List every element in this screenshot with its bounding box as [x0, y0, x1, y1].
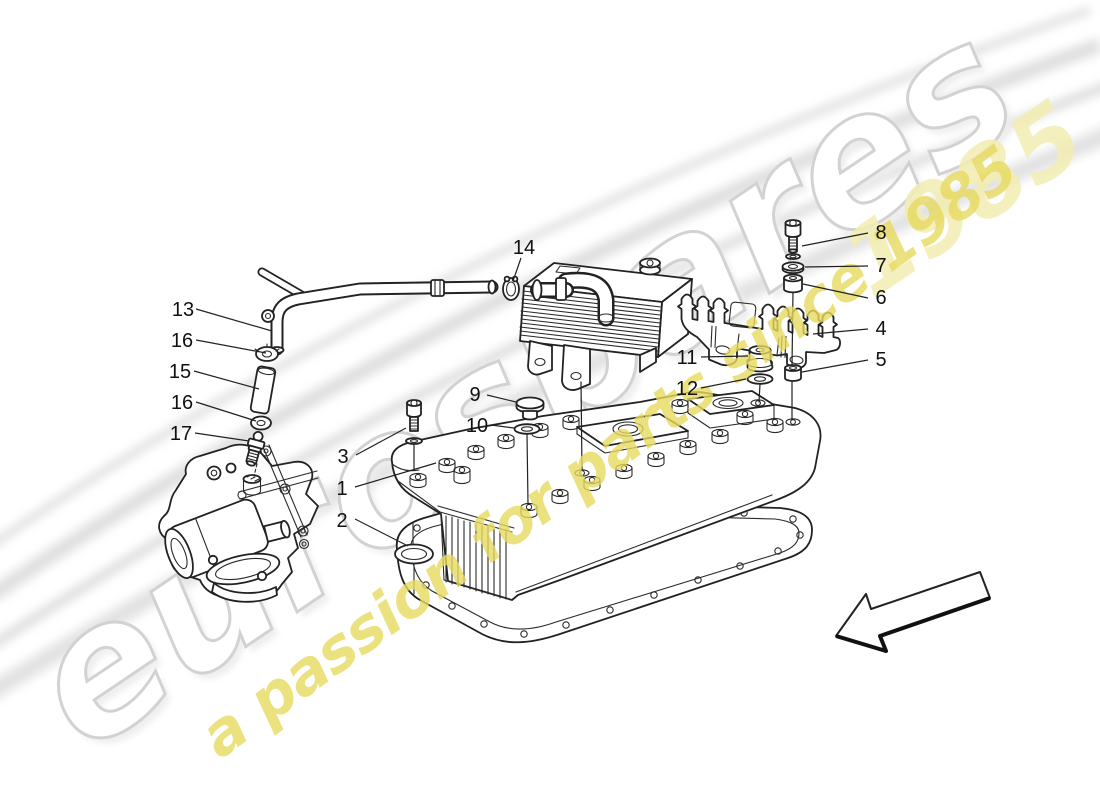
plug-9-drawing: [515, 396, 545, 421]
leader-7: [804, 265, 869, 268]
callout-12: 12: [676, 378, 698, 400]
callout-14: 14: [513, 237, 535, 259]
callout-labels: 13 16 15 16 17 3 1 2 14 9 10 11 12 8 7 6…: [169, 222, 887, 532]
leader-9: [486, 394, 517, 403]
callout-1: 1: [336, 478, 347, 500]
callout-13: 13: [172, 299, 194, 321]
leader-16b: [195, 401, 257, 422]
callout-leader-lines: [193, 232, 869, 547]
leader-1: [354, 462, 437, 488]
spacer-6-drawing: [783, 273, 803, 294]
fastener-stack-drawing: [781, 219, 805, 421]
grommet-lower-drawing: [250, 415, 272, 431]
bolt-3-drawing: [405, 399, 423, 471]
leader-13: [195, 308, 273, 332]
heat-exchanger-unit-drawing: [519, 257, 693, 471]
callout-5: 5: [875, 349, 886, 371]
callout-10: 10: [466, 415, 488, 437]
callout-7: 7: [875, 255, 886, 277]
washer-10-drawing: [513, 423, 541, 505]
callout-3: 3: [337, 446, 348, 468]
sensor-boss-drawing: [242, 463, 262, 496]
hose-drawing: [249, 365, 277, 415]
heat-exchanger-body-drawing: [390, 390, 822, 601]
diagram-drawing: [158, 219, 841, 644]
leader-15: [193, 370, 260, 390]
callout-2: 2: [336, 510, 347, 532]
oil-pipe-drawing: [257, 267, 499, 356]
bracket-drawing: [677, 293, 841, 370]
leader-2: [354, 518, 409, 547]
leader-14: [512, 257, 522, 282]
callout-11: 11: [677, 347, 698, 369]
leader-3: [355, 427, 407, 456]
leader-10: [490, 424, 515, 429]
washer-small-drawing: [785, 252, 801, 260]
callout-8: 8: [875, 222, 886, 244]
leader-16a: [195, 339, 267, 354]
leader-11: [700, 355, 749, 358]
callout-4: 4: [875, 318, 886, 340]
leader-5: [801, 359, 869, 373]
callout-6: 6: [875, 287, 886, 309]
leader-8: [801, 232, 869, 247]
clamp-ring-drawing: [502, 275, 520, 301]
callout-16-upper: 16: [171, 330, 193, 352]
leader-6: [802, 283, 869, 299]
washer-12-drawing: [746, 373, 774, 403]
grommet-upper-drawing: [254, 343, 280, 362]
leader-12: [700, 378, 747, 389]
o-ring-drawing: [394, 543, 434, 565]
callout-15: 15: [169, 361, 191, 383]
brand-watermark-text: eurospares: [0, 0, 1054, 792]
leader-4: [812, 328, 869, 335]
callout-9: 9: [469, 384, 480, 406]
bushing-11-drawing: [746, 345, 774, 373]
callout-17: 17: [170, 423, 192, 445]
direction-arrow-icon: [835, 571, 991, 653]
washer-7-drawing: [781, 261, 805, 275]
sensor-drawing: [245, 431, 266, 467]
nut-5-drawing: [784, 364, 802, 382]
leader-17: [194, 432, 250, 442]
callout-16-lower: 16: [171, 392, 193, 414]
body-bosses: [409, 398, 801, 519]
bolt-8-drawing: [784, 219, 802, 254]
engine-block-drawing: [158, 443, 319, 603]
